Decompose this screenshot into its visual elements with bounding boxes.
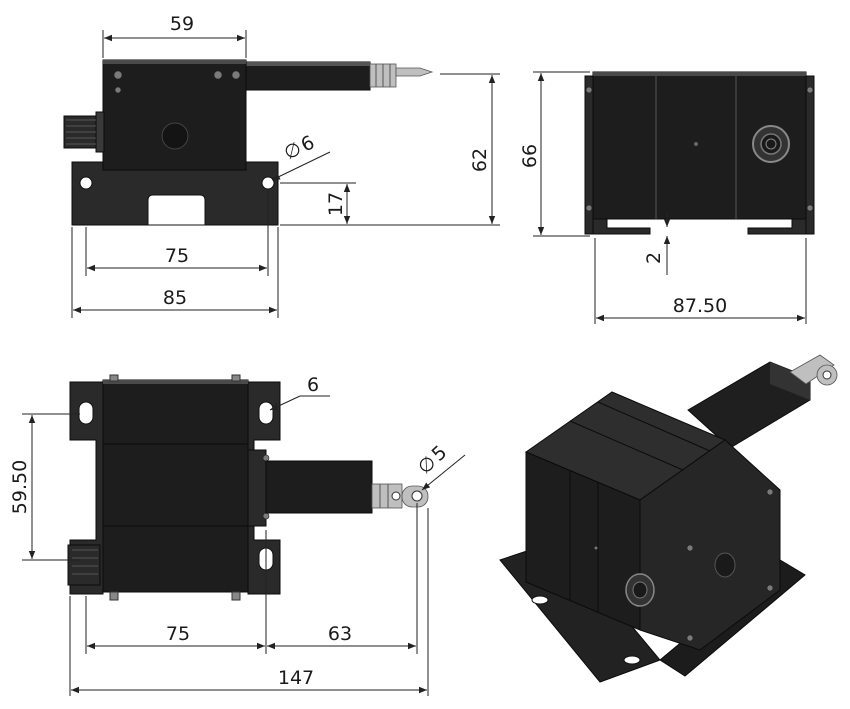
dim-side-width: 87.50 [673, 295, 727, 317]
main-body-top-edge [103, 60, 246, 64]
dim-overall-width: 85 [163, 287, 187, 309]
slot-hole [258, 401, 274, 425]
dim-slot: 6 [307, 374, 319, 396]
dim-extension: 63 [328, 623, 352, 645]
iso-right-face [639, 439, 781, 651]
cable-housing-highlight [246, 62, 370, 66]
mount-hole [79, 176, 93, 190]
front-view: 59 62 17 ∅ 6 75 85 [63, 13, 500, 318]
bracket-cutout [147, 194, 206, 226]
cable-housing [245, 61, 371, 91]
dim-overall-length: 147 [278, 667, 314, 689]
iso-cable-fitting [789, 354, 835, 385]
cable-hook [395, 67, 434, 77]
screw [113, 70, 123, 80]
dim-depth: 59.50 [9, 460, 31, 514]
side-foot-left [592, 218, 651, 235]
dim-hole-spacing: 75 [165, 245, 189, 267]
center-hole [161, 122, 189, 150]
dim-height: 62 [469, 148, 491, 172]
top-block [102, 443, 249, 527]
dim-top-hole-spacing: 75 [166, 623, 190, 645]
top-cable-housing [265, 460, 373, 514]
side-view: 66 2 87.50 [519, 71, 815, 324]
connector-nut [95, 111, 105, 153]
screw [114, 86, 122, 94]
slot-hole [78, 401, 94, 425]
dim-leader-hole [271, 151, 331, 181]
top-block [102, 379, 249, 445]
side-foot-right [747, 218, 807, 235]
side-pinhole [694, 142, 698, 146]
top-connector [67, 544, 101, 586]
top-view: 6 ∅ 5 59.50 75 63 147 [9, 374, 466, 696]
mount-hole [261, 176, 275, 190]
screw [213, 70, 223, 80]
mounting-bracket [71, 161, 279, 226]
screw [231, 70, 241, 80]
dim-side-gap: 2 [643, 252, 665, 264]
dim-top-width: 59 [170, 13, 194, 35]
top-block [102, 525, 249, 593]
isometric-view [499, 354, 838, 683]
dim-side-height: 66 [519, 144, 541, 168]
dim-hole-height: 17 [325, 192, 347, 216]
